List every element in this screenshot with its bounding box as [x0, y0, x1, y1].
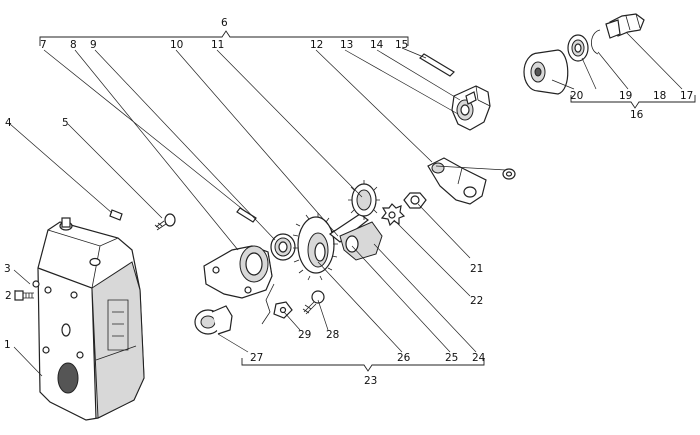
leader-lines [9, 31, 683, 377]
callout-6: 6 [221, 17, 228, 29]
part-bearing [270, 233, 296, 261]
part-bushing [194, 305, 233, 335]
callout-20: 20 [570, 90, 583, 102]
callout-13: 13 [340, 39, 353, 51]
callout-1: 1 [4, 339, 11, 351]
part-ring-19 [567, 34, 589, 62]
part-spring-wire [261, 283, 275, 325]
callout-29: 29 [298, 329, 311, 341]
callout-4: 4 [5, 117, 12, 129]
callout-16: 16 [630, 109, 644, 121]
part-gear-large [292, 213, 338, 281]
callout-labels: 1 2 3 4 5 6 7 8 9 10 11 12 13 14 15 16 1… [4, 17, 693, 387]
brace-16 [570, 95, 696, 109]
part-pump-housing [203, 245, 273, 299]
part-nut [403, 192, 427, 209]
brace-23 [241, 358, 485, 372]
brace-6 [39, 30, 409, 46]
callout-10: 10 [170, 39, 183, 51]
part-pin-4 [109, 209, 123, 221]
part-cylinder-20 [523, 49, 569, 95]
callout-18: 18 [653, 90, 666, 102]
callout-8: 8 [70, 39, 77, 51]
callout-28: 28 [326, 329, 339, 341]
part-gear-small [348, 180, 380, 220]
callout-7: 7 [40, 39, 47, 51]
callout-11: 11 [211, 39, 224, 51]
part-bolt-2 [14, 290, 34, 301]
callout-17: 17 [680, 90, 693, 102]
part-star-washer [380, 203, 406, 227]
callout-26: 26 [397, 352, 411, 364]
part-small-nut [502, 168, 516, 180]
callout-19: 19 [619, 90, 632, 102]
callout-25: 25 [445, 352, 458, 364]
callout-23: 23 [364, 375, 377, 387]
part-shaft-cam [328, 213, 383, 261]
callout-5: 5 [62, 117, 69, 129]
part-lever [427, 157, 487, 205]
callout-14: 14 [370, 39, 384, 51]
part-screw-5 [154, 213, 176, 231]
callout-22: 22 [470, 295, 483, 307]
callout-21: 21 [470, 263, 483, 275]
part-bolt-28 [302, 290, 325, 315]
callout-27: 27 [250, 352, 263, 364]
part-rod [419, 53, 455, 77]
callout-3: 3 [4, 263, 11, 275]
part-plunger-17 [605, 13, 645, 39]
callout-24: 24 [472, 352, 486, 364]
callout-15: 15 [395, 39, 408, 51]
callout-9: 9 [90, 39, 97, 51]
callout-2: 2 [5, 290, 12, 302]
callout-12: 12 [310, 39, 323, 51]
part-housing [37, 217, 145, 421]
part-bracket [451, 85, 491, 131]
part-washer-29 [273, 301, 293, 319]
part-ring-3 [32, 280, 40, 288]
part-circlip-18 [591, 29, 601, 55]
